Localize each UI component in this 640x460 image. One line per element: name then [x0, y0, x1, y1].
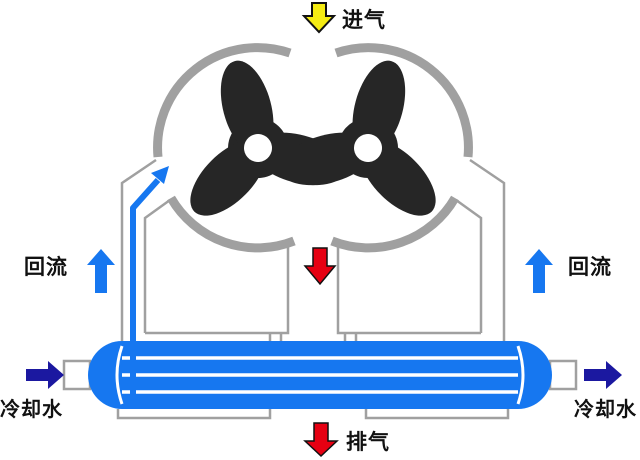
bottom-exhaust-duct-left: [116, 409, 272, 420]
left-chamber-port-tick: [268, 333, 283, 341]
bottom-exhaust-duct-right: [364, 409, 510, 420]
right-rotor-lobe: [280, 132, 375, 186]
intake-label: 进气: [342, 9, 386, 32]
right-chamber-port-tick: [343, 333, 358, 341]
left-return-duct-outer-wall: [120, 158, 157, 341]
left-discharge-chamber-wall: [145, 243, 290, 335]
backflow-arrow-right-icon: [525, 249, 553, 293]
right-rotor: [280, 60, 436, 216]
cooling-water-label-left: 冷却水: [0, 399, 63, 421]
rotors: [190, 60, 436, 216]
heat-exchanger: [62, 341, 578, 409]
casing-right-upper-arc: [334, 43, 473, 158]
return-line-path: [130, 178, 161, 398]
duct-walls: [116, 158, 510, 420]
cooling-water-label-right: 冷却水: [574, 399, 637, 421]
right-rotor-shaft-hole: [354, 134, 382, 162]
casing-left-upper-arc: [153, 43, 292, 158]
backflow-arrow-left-icon: [87, 249, 115, 293]
cooling-water-inlet-arrow-icon: [26, 361, 64, 389]
left-rotor-lobe: [220, 60, 274, 155]
left-rotor-shaft-hole: [244, 134, 272, 162]
right-return-duct-outer-wall: [469, 158, 506, 341]
cooler-head-separators: [115, 345, 525, 405]
cooler-outlet-nozzle: [548, 359, 578, 391]
right-rotor-lobe: [352, 60, 406, 155]
exhaust-label: 排气: [346, 431, 390, 454]
backflow-label-left: 回流: [24, 256, 68, 279]
left-rotor-lobe: [190, 139, 267, 216]
right-rotor-lobe: [359, 139, 436, 216]
backflow-label-right: 回流: [568, 256, 612, 279]
casing-outline: [153, 43, 473, 253]
return-line-arrowhead-icon: [151, 166, 169, 184]
left-head-separator: [115, 345, 124, 405]
intake-arrow-icon: [301, 2, 337, 34]
right-discharge-chamber-wall: [336, 243, 481, 335]
casing-right-lower-arc: [330, 195, 459, 253]
cooling-water-outlet-arrow-icon: [584, 361, 622, 389]
cooler-tube-lines: [122, 356, 518, 394]
internal-discharge-arrow-icon: [303, 247, 337, 286]
casing-left-lower-arc: [167, 195, 296, 253]
exhaust-arrow-icon: [303, 422, 339, 458]
right-return-duct-inner-wall: [455, 198, 483, 333]
return-flow-line: [130, 166, 169, 398]
cooler-inlet-nozzle: [62, 359, 92, 391]
right-head-separator: [516, 345, 525, 405]
left-return-duct-inner-wall: [143, 198, 171, 333]
